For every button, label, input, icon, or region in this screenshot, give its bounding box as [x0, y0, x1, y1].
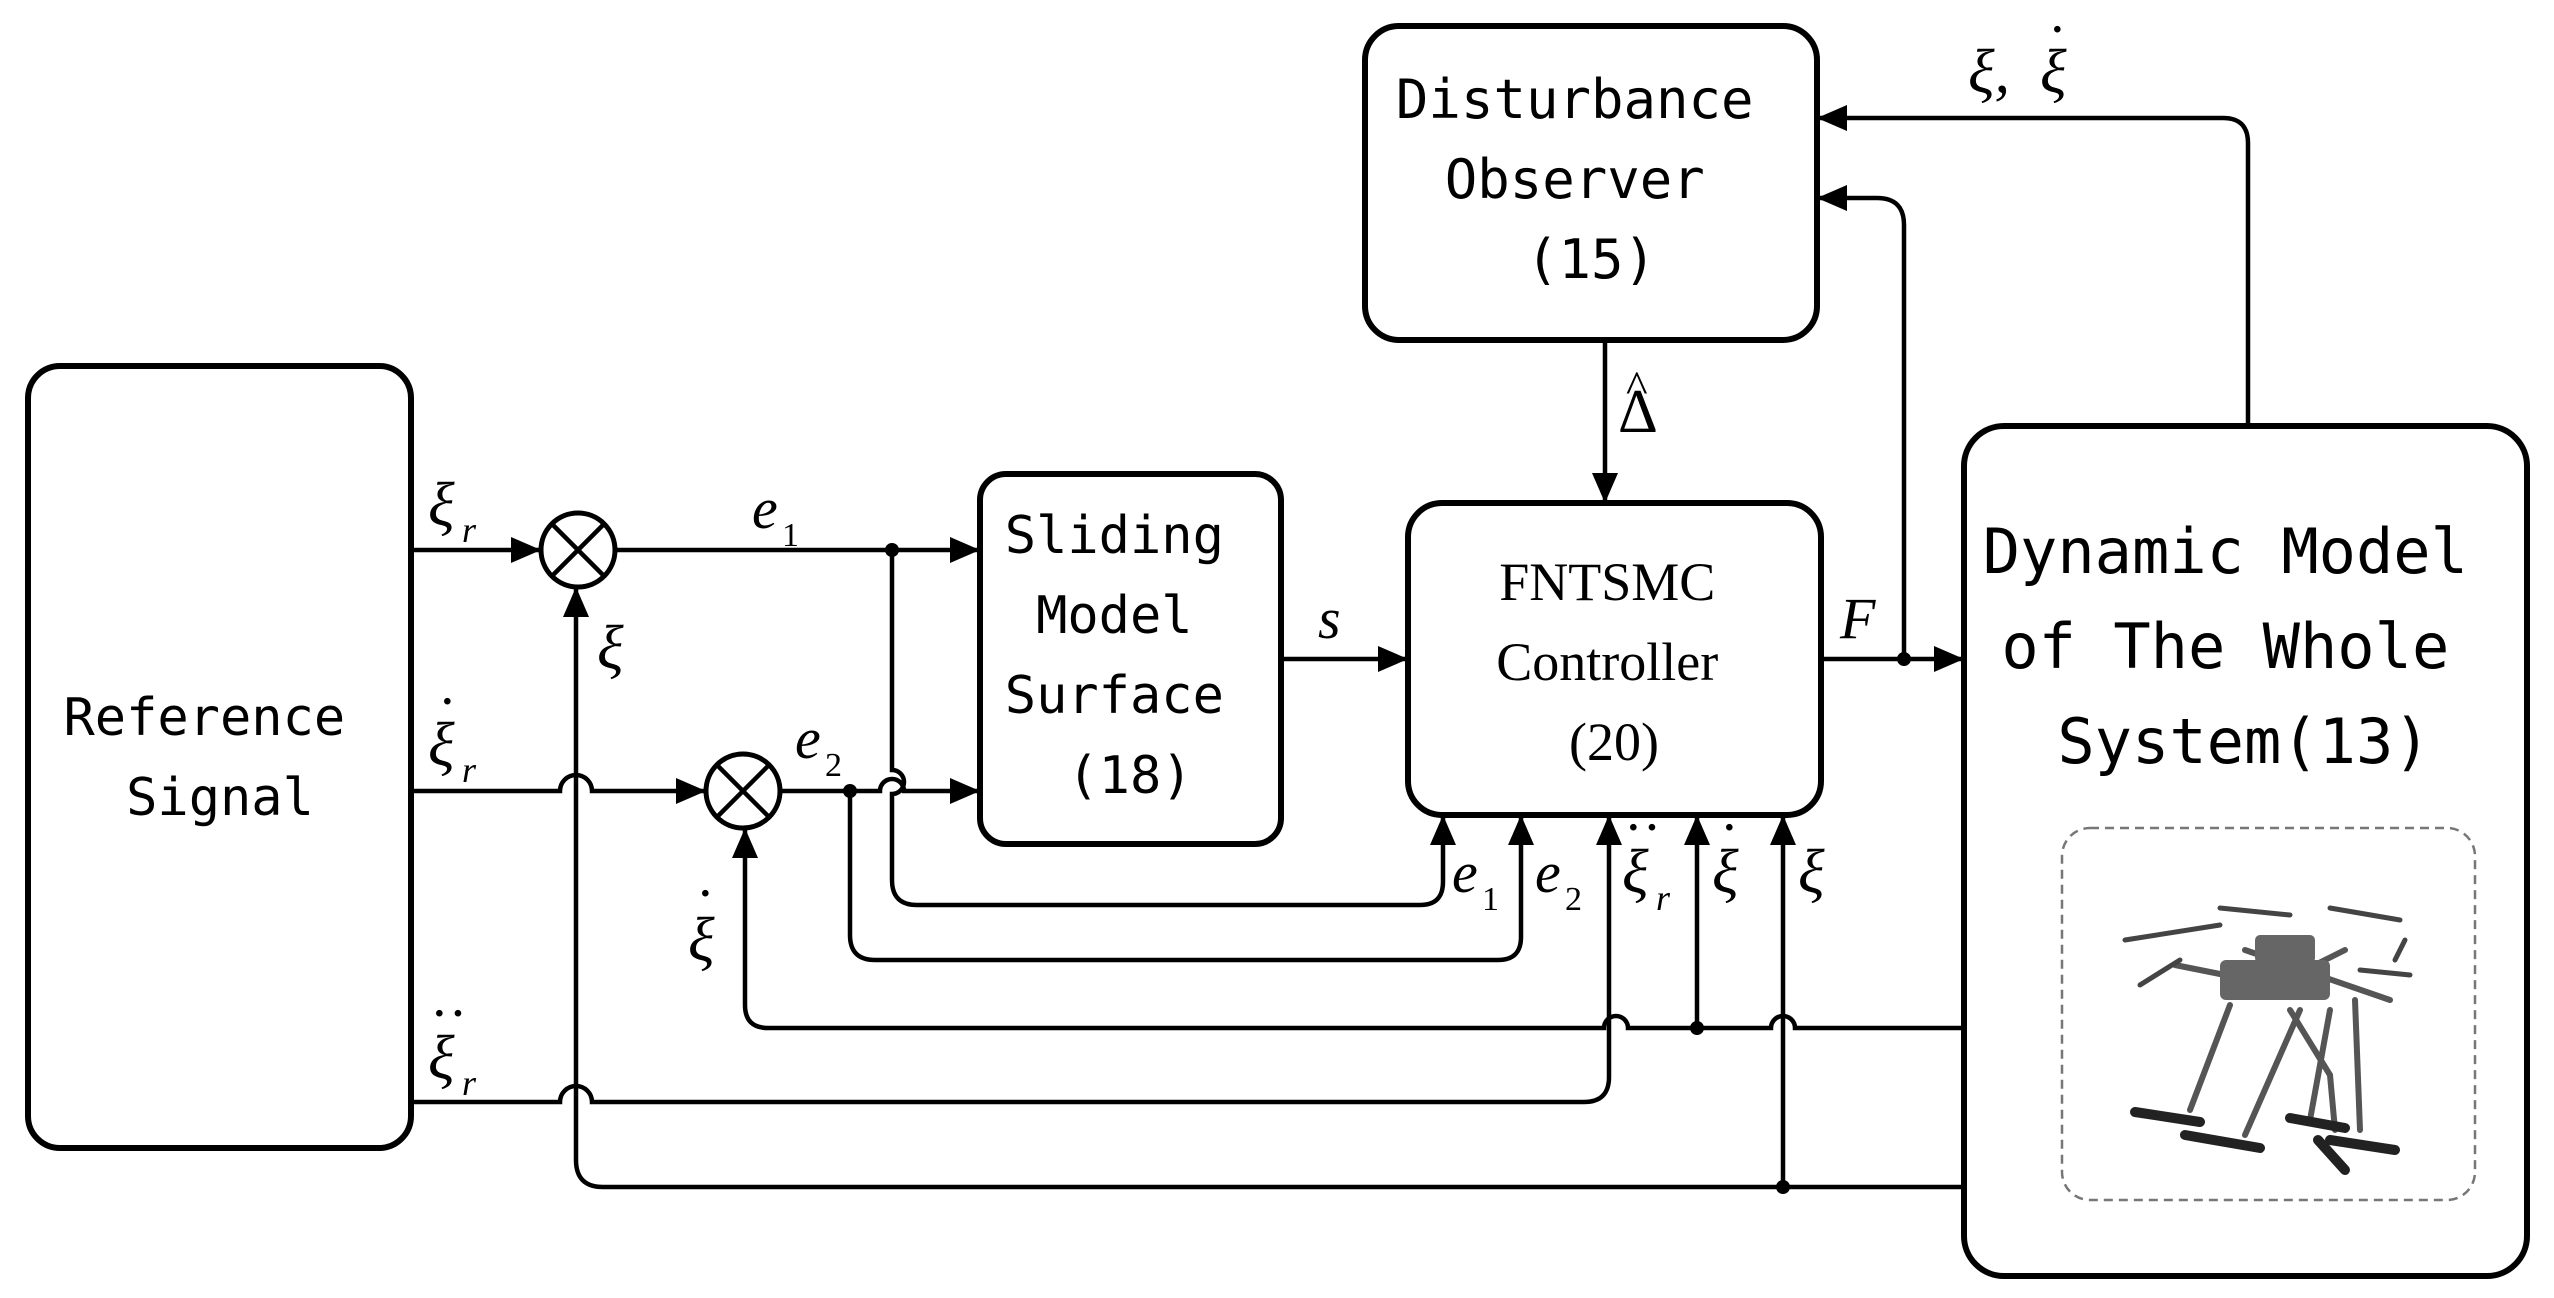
svg-text:·: · — [2048, 0, 2067, 61]
svg-text:··: ·· — [430, 983, 467, 1045]
svg-text:2: 2 — [825, 747, 842, 784]
svg-text:e: e — [752, 476, 778, 541]
svg-text:ξ: ξ — [2040, 38, 2067, 106]
svg-text:e: e — [795, 706, 821, 771]
label-xi-r: ξ r — [428, 471, 477, 550]
svg-text:·: · — [1720, 797, 1739, 859]
label-e1: e 1 — [752, 476, 799, 554]
svg-text:·: · — [438, 671, 457, 733]
svg-text:··: ·· — [1624, 797, 1661, 859]
reference-signal-label: Reference Signal — [63, 688, 376, 828]
label-controller-e2: e 2 — [1535, 840, 1582, 918]
label-F: F — [1839, 586, 1876, 651]
svg-text:e: e — [1452, 840, 1478, 905]
svg-text:r: r — [462, 1063, 477, 1103]
svg-text:ξ: ξ — [428, 471, 455, 539]
signal-wires — [411, 105, 2251, 1190]
quadrotor-drone-illustration — [2060, 826, 2477, 1202]
svg-text:ξ,: ξ, — [1968, 38, 2010, 106]
reference-signal-block — [25, 363, 414, 1151]
label-controller-xi-dot: ξ · — [1712, 797, 1739, 906]
svg-text:^: ^ — [1626, 361, 1648, 412]
svg-text:r: r — [462, 510, 477, 550]
svg-text:ξ: ξ — [428, 1024, 455, 1092]
label-controller-xi: ξ — [1798, 838, 1825, 906]
svg-text:Δ: Δ — [1618, 378, 1658, 446]
disturbance-observer-block — [1362, 23, 1820, 343]
label-delta-hat: Δ ^ — [1618, 361, 1658, 446]
sliding-surface-label: Sliding Model Surface (18) — [1005, 506, 1255, 806]
svg-text:r: r — [462, 750, 477, 790]
svg-text:ξ: ξ — [688, 906, 715, 974]
label-feedback-xi-xidot: ξ, ξ · — [1968, 0, 2067, 106]
junction-dots — [843, 543, 1911, 1194]
summing-junction-2 — [703, 751, 783, 831]
label-controller-e1: e 1 — [1452, 840, 1499, 918]
label-xi-r-ddot: ξ r ·· — [428, 983, 477, 1103]
label-xi-r-dot: ξ r · — [428, 671, 477, 790]
dynamic-model-label: Dynamic Model of The Whole System(13) — [1983, 515, 2506, 778]
svg-text:r: r — [1656, 878, 1671, 918]
fntsmc-controller-label: FNTSMC Controller (20) — [1496, 552, 1731, 772]
svg-text:1: 1 — [1482, 881, 1499, 918]
svg-text:e: e — [1535, 840, 1561, 905]
label-xi-dot-feedback: ξ · — [688, 863, 715, 974]
svg-text:ξ: ξ — [428, 711, 455, 779]
svg-text:1: 1 — [782, 517, 799, 554]
svg-text:2: 2 — [1565, 881, 1582, 918]
svg-text:·: · — [696, 863, 715, 925]
label-xi-feedback-1: ξ — [597, 614, 624, 682]
illustration-frame — [2060, 826, 2477, 1202]
label-s: s — [1318, 586, 1341, 651]
svg-text:ξ: ξ — [1622, 838, 1649, 906]
svg-text:ξ: ξ — [1712, 838, 1739, 906]
summing-junction-1 — [538, 510, 618, 590]
label-e2: e 2 — [795, 706, 842, 784]
disturbance-observer-label: Disturbance Observer (15) — [1396, 68, 1786, 291]
label-controller-xi-r-ddot: ξ r ·· — [1622, 797, 1671, 918]
dynamic-model-block — [1961, 423, 2530, 1279]
